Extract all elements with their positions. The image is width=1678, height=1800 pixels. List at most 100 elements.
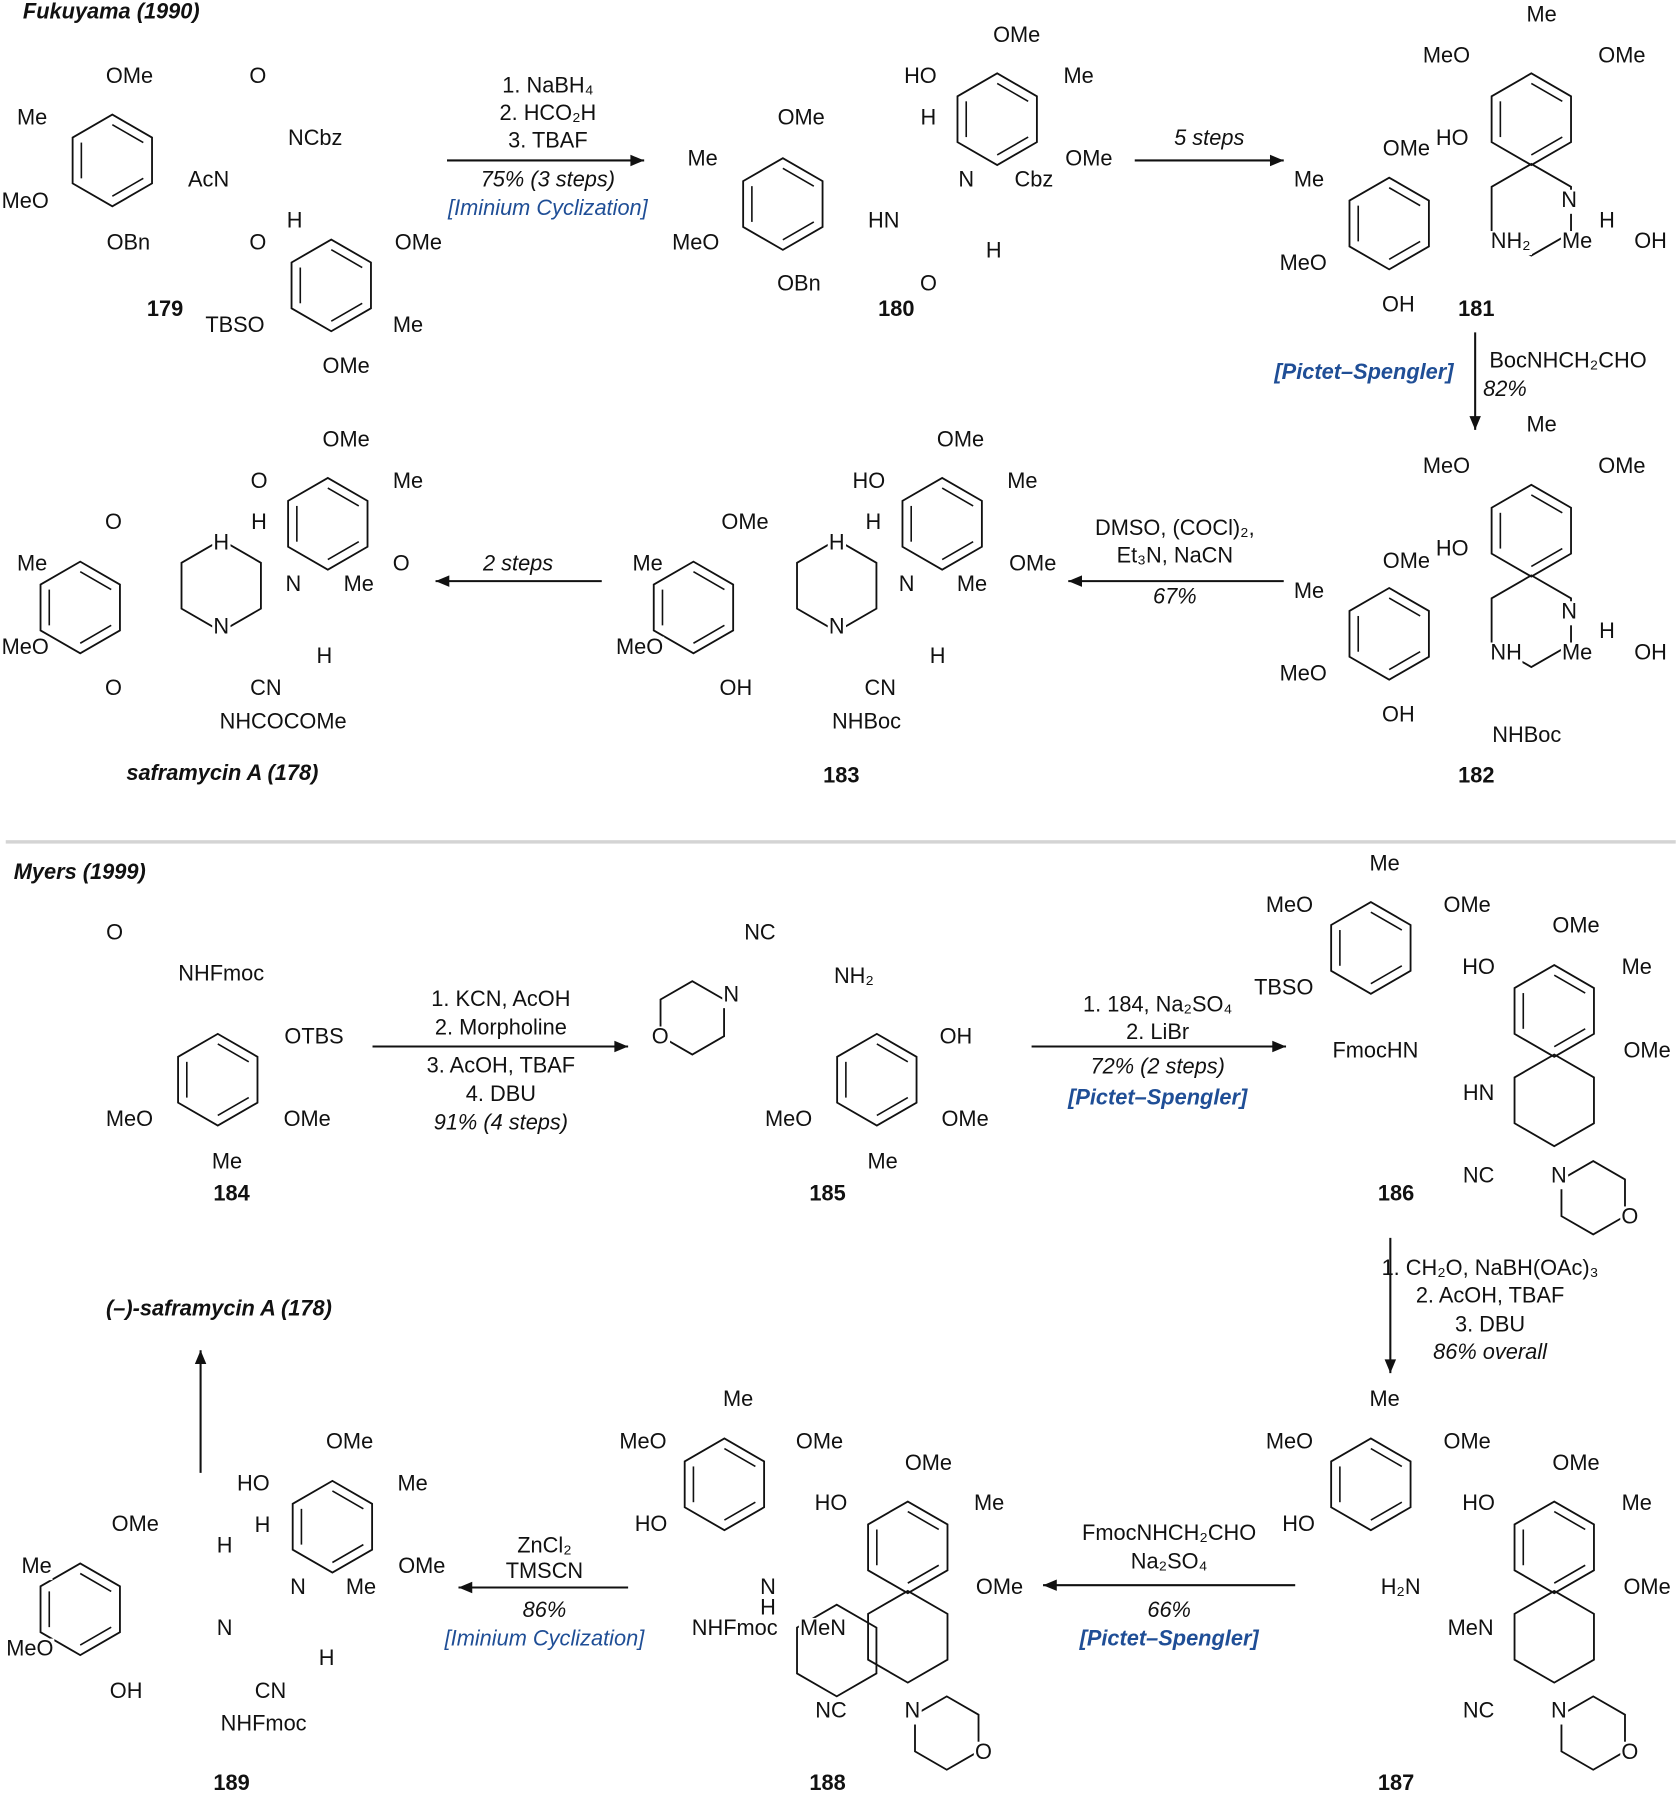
atom-label-c183: NHBoc [830,710,903,736]
atom-label-c188: Me [972,1491,1006,1517]
atom-label-c188: NC [814,1699,848,1725]
atom-label-c184: NHFmoc [177,962,266,988]
atom-label-c179: AcN [186,167,231,194]
double-bond [723,1501,756,1521]
atom-label-c187: MeO [1264,1429,1315,1456]
yield-text: 86% [522,1598,567,1623]
atom-label-c183: Me [631,551,664,578]
atom-label-c182: N [1560,600,1579,626]
atom-label-c186: FmocHN [1331,1039,1420,1065]
atom-label-c188: N [903,1699,922,1725]
arrowhead-icon [614,1040,629,1053]
double-bond [79,1626,112,1646]
double-bond [1530,82,1563,103]
atom-label-c181: MeO [1421,44,1472,70]
atom-label-c184: Me [210,1150,244,1176]
aromatic-ring [1330,901,1412,995]
yield-text: 67% [1153,585,1197,610]
aromatic-ring [683,1437,766,1532]
atom-label-c189: NHFmoc [219,1711,308,1738]
atom-label-c185: MeO [763,1107,814,1133]
yield-text: 91% (4 steps) [433,1111,569,1136]
arrowhead-icon [1068,575,1083,587]
atom-label-c179: OMe [393,231,444,257]
atom-label-c178: O [103,676,124,702]
atom-label-c188: H [758,1596,777,1622]
aromatic-ring [867,1500,949,1595]
double-bond [79,571,112,591]
atom-label-c180: HN [866,209,901,235]
atom-label-c188: MeO [618,1429,668,1456]
atom-label-c185: NC [743,921,777,947]
reagent-text: 1. KCN, AcOH [431,987,571,1012]
atom-label-c188: MeN [798,1616,848,1642]
double-bond [111,124,144,144]
atom-label-c182: Me [1292,579,1326,605]
ring [659,980,725,1056]
atom-label-c178: H [315,644,334,670]
arrowhead-icon [1269,154,1284,167]
compound-number: saframycin A (178) [126,761,319,786]
atom-label-c183: H [864,510,883,536]
atom-label-c179: O [248,231,268,257]
atom-label-c182: OMe [1597,454,1647,480]
double-bond [996,82,1029,103]
atom-label-c179: Me [15,106,49,132]
atom-label-c186: NC [1461,1164,1496,1190]
double-bond [1370,911,1403,931]
atom-label-c186: HO [1461,955,1497,981]
atom-label-c183: OMe [720,510,770,536]
atom-label-c182: NH [1489,641,1523,667]
reagent-text: 5 steps [1174,126,1245,151]
atom-label-c178: MeO [0,635,50,661]
double-bond [1370,1447,1403,1468]
atom-label-c186: OMe [1622,1039,1672,1065]
yield-text: 72% (2 steps) [1090,1055,1225,1080]
atom-label-c182: OH [1380,703,1416,729]
atom-label-c189: Me [20,1554,53,1580]
aromatic-ring [1348,586,1430,681]
section-title-myers: Myers (1999) [13,860,146,885]
atom-label-c178: O [249,469,269,495]
arrowhead-icon [1384,1359,1397,1374]
double-bond [1530,547,1563,568]
atom-label-c181: H [1597,209,1616,235]
double-bond [327,487,360,507]
reagent-text: DMSO, (COCl)₂, [1095,516,1255,541]
double-bond [330,248,363,269]
atom-label-c180: OMe [991,23,1042,49]
ring [1560,1160,1626,1236]
double-bond [217,1096,250,1117]
atom-label-c180: N [957,167,976,194]
aromatic-ring [291,1479,374,1574]
ring [1513,1053,1595,1148]
reagent-text: TMSCN [505,1559,584,1584]
atom-label-c185: OMe [940,1107,990,1133]
reagent-text: Na₂SO₄ [1130,1550,1208,1575]
atom-label-c178: O [391,551,411,578]
double-bond [1553,1028,1586,1048]
atom-label-c178: H [212,531,231,557]
atom-label-c187: Me [1368,1387,1401,1413]
double-bond [1553,974,1586,994]
aromatic-ring [956,72,1038,167]
double-bond [79,624,112,644]
section-title-fukuyama: Fukuyama (1990) [22,0,200,25]
reagent-text: 2. AcOH, TBAF [1415,1284,1565,1309]
aromatic-ring [652,560,735,655]
atom-label-c179: OMe [321,354,371,380]
atom-label-c186: Me [1368,852,1401,878]
atom-label-c178: N [212,614,231,641]
compound-number: 187 [1376,1771,1416,1797]
compound-number: 181 [1456,297,1496,323]
double-bond [693,571,725,591]
double-bond [907,1510,940,1531]
arrowhead-icon [630,154,645,167]
atom-label-c178: Me [342,572,376,598]
atom-label-c183: Me [955,572,989,598]
atom-label-c181: NH₂ [1489,229,1532,255]
atom-label-c180: MeO [670,231,721,257]
name-reaction-label: [Pictet–Spengler] [1274,360,1454,385]
atom-label-c186: MeO [1264,893,1315,919]
atom-label-c189: OMe [110,1512,161,1538]
